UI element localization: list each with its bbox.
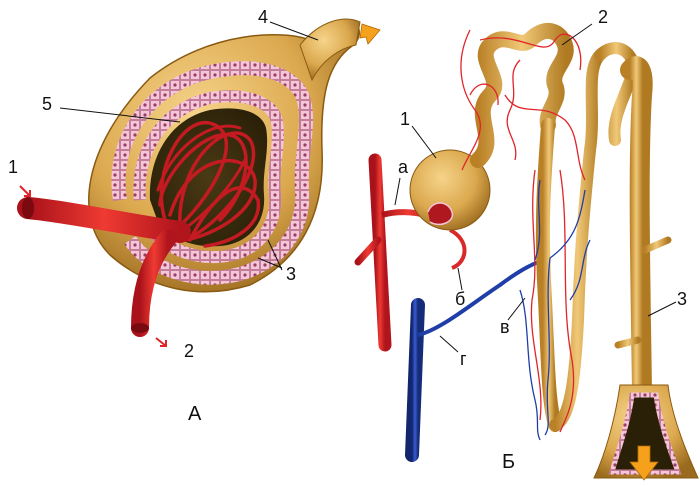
label-2-convoluted-tubule: 2: [598, 7, 609, 27]
inflow-arrow-icon: [19, 185, 31, 197]
label-1-capsule: 1: [400, 109, 411, 129]
panel-a-caption: А: [188, 403, 202, 425]
label-2-efferent: 2: [184, 341, 195, 361]
interlobular-vein: [405, 298, 425, 462]
panel-b-caption: Б: [502, 451, 516, 473]
label-5-capillaries: 5: [42, 94, 53, 114]
collecting-duct: [620, 56, 653, 400]
efferent-opening: [131, 323, 149, 333]
panel-b-leaders: [394, 23, 677, 353]
artery-side-branch: [354, 236, 382, 266]
vein-branch: [417, 256, 551, 337]
label-1-afferent: 1: [8, 157, 19, 177]
epithelium-layer: [111, 61, 314, 285]
label-3-collecting-duct: 3: [677, 289, 688, 309]
outflow-arrow-icon: [155, 337, 167, 347]
proximal-convoluted-tubule: [470, 23, 574, 168]
afferent-arteriole: [17, 197, 191, 243]
label-vessel-g: г: [460, 349, 467, 369]
panel-a-corpuscle: [17, 18, 381, 347]
panel-b-nephron: [354, 23, 699, 481]
label-vessel-b: б: [455, 289, 466, 309]
tubule-neck: [299, 18, 361, 82]
label-vessel-v: в: [500, 317, 510, 337]
panel-a-leaders: [59, 21, 319, 271]
glomerulus-b: [427, 202, 454, 226]
venous-network: [519, 179, 591, 441]
peritubular-capillaries: [460, 29, 586, 433]
epithelium-inner: [133, 90, 284, 263]
label-3-epithelium: 3: [286, 264, 297, 284]
collecting-duct-branch-lower: [614, 336, 642, 349]
afferent-opening: [22, 197, 34, 219]
label-4-tubule-exit: 4: [258, 7, 269, 27]
loop-ascending-limb: [549, 49, 606, 431]
interlobular-artery: [368, 153, 392, 352]
tubule-flow-arrow-icon: [359, 23, 381, 45]
collecting-duct-branch-upper: [641, 236, 672, 254]
loop-descending-limb: [535, 118, 562, 432]
label-vessel-a: а: [398, 157, 409, 177]
efferent-arteriole-b: [448, 228, 467, 270]
efferent-arteriole: [131, 229, 177, 337]
collecting-duct-lumen: [608, 392, 682, 475]
urine-flow-arrow-icon: [629, 445, 659, 481]
